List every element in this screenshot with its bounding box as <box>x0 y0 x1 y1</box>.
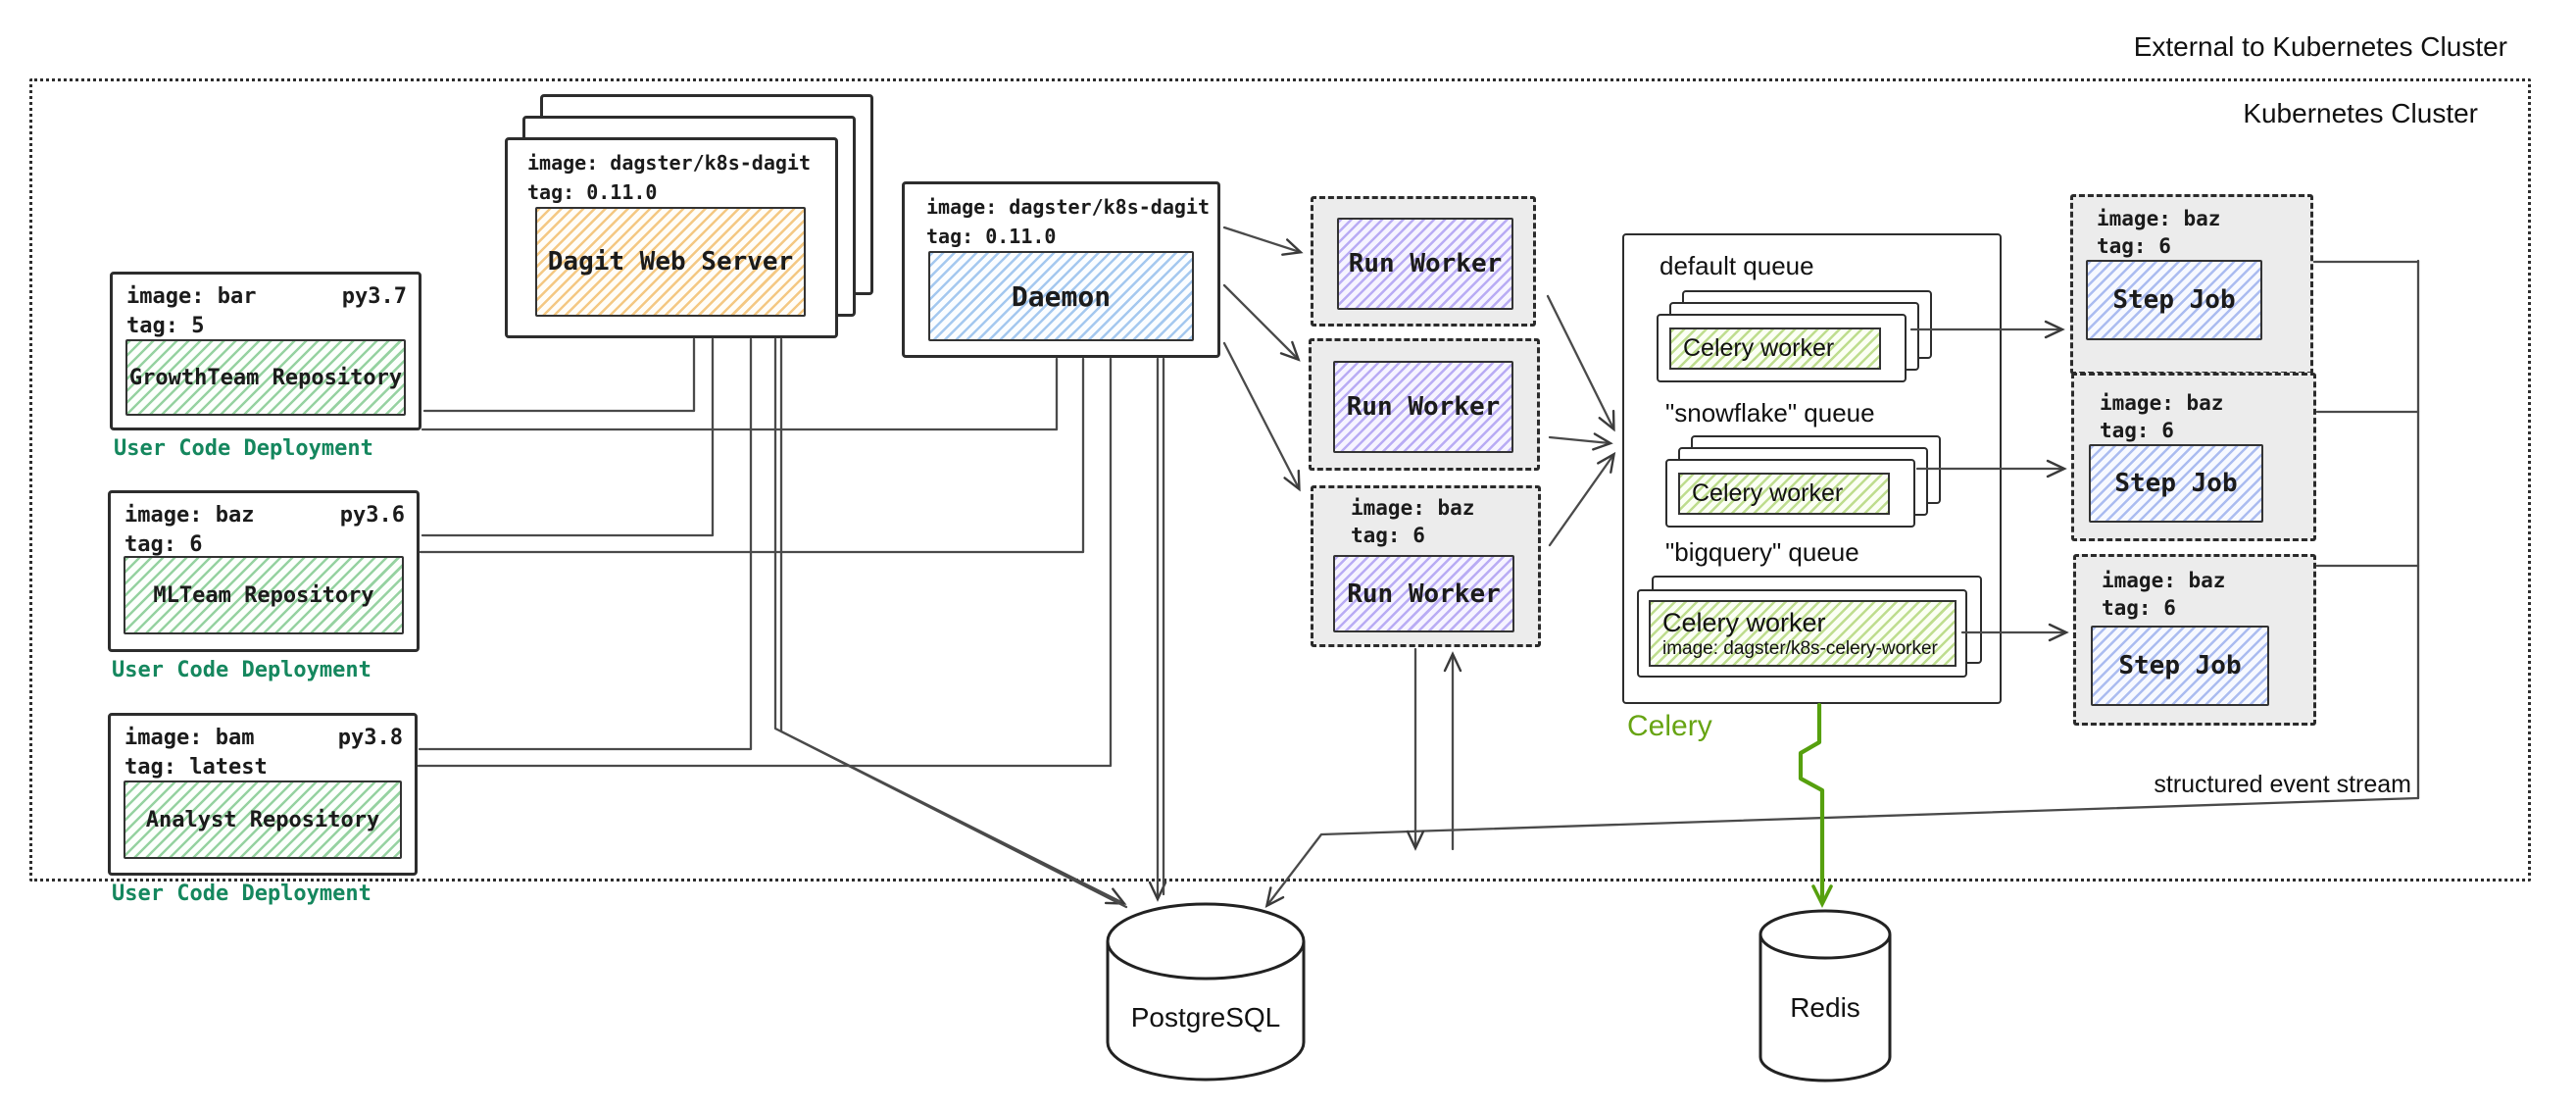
step-job-box: image: baz tag: 6 Step Job <box>2073 554 2316 726</box>
celery-worker-label: Celery worker <box>1692 479 1844 507</box>
dagit-stack: image: dagster/k8s-dagit tag: 0.11.0 Dag… <box>505 94 873 338</box>
user-code-deployment-box: image: baz py3.6 tag: 6 MLTeam Repositor… <box>108 490 420 652</box>
kubernetes-cluster-label: Kubernetes Cluster <box>2243 98 2478 128</box>
daemon-image: image: dagster/k8s-dagit <box>926 195 1210 219</box>
run-worker-box: image: baz tag: 6 Run Worker <box>1311 485 1541 647</box>
repository-box: Analyst Repository <box>124 781 402 859</box>
step-job-image: image: baz <box>2102 569 2226 592</box>
celery-worker-box: Celery worker <box>1665 459 1915 528</box>
run-worker-box: Run Worker <box>1309 338 1540 471</box>
deployment-python-version: py3.6 <box>339 503 405 528</box>
deployment-header: image: bam py3.8 tag: latest <box>124 724 403 782</box>
queue-label: "bigquery" queue <box>1665 537 1859 567</box>
queue-label: "snowflake" queue <box>1665 398 1875 428</box>
deployment-header: image: bar py3.7 tag: 5 <box>126 282 407 341</box>
step-job-image: image: baz <box>2100 391 2224 415</box>
redis-label: Redis <box>1790 992 1860 1023</box>
repository-label: MLTeam Repository <box>153 582 374 608</box>
celery-caption: Celery <box>1627 710 1712 742</box>
run-worker-title-box: Run Worker <box>1333 361 1513 453</box>
step-job-title: Step Job <box>2118 651 2242 680</box>
step-job-tag: tag: 6 <box>2097 234 2171 258</box>
dagit-tag: tag: 0.11.0 <box>527 180 658 204</box>
run-worker-title: Run Worker <box>1348 249 1503 278</box>
dagit-image: image: dagster/k8s-dagit <box>527 151 811 175</box>
step-job-tag: tag: 6 <box>2102 596 2176 620</box>
step-job-image: image: baz <box>2097 207 2221 230</box>
repository-label: GrowthTeam Repository <box>128 365 403 390</box>
deployment-python-version: py3.8 <box>337 726 403 750</box>
daemon-box: image: dagster/k8s-dagit tag: 0.11.0 Dae… <box>902 181 1220 358</box>
deployment-image: image: baz <box>124 503 255 528</box>
external-cluster-label: External to Kubernetes Cluster <box>2133 31 2507 62</box>
step-job-box: image: baz tag: 6 Step Job <box>2070 194 2313 375</box>
dagit-box: image: dagster/k8s-dagit tag: 0.11.0 Dag… <box>505 137 838 338</box>
user-code-deployment-caption: User Code Deployment <box>114 436 373 461</box>
daemon-title-box: Daemon <box>928 251 1194 341</box>
step-job-title-box: Step Job <box>2086 260 2262 340</box>
run-worker-title-box: Run Worker <box>1333 555 1514 632</box>
celery-worker-label: Celery worker <box>1683 334 1835 362</box>
repository-box: MLTeam Repository <box>124 556 404 634</box>
step-job-title-box: Step Job <box>2091 626 2269 706</box>
celery-worker-label: Celery worker <box>1662 607 1826 637</box>
run-worker-title: Run Worker <box>1347 579 1501 609</box>
run-worker-tag: tag: 6 <box>1351 524 1425 547</box>
celery-worker-box: Celery worker image: dagster/k8s-celery-… <box>1637 589 1967 678</box>
celery-worker-box: Celery worker <box>1657 314 1907 382</box>
queue-label: default queue <box>1660 251 1814 280</box>
deployment-python-version: py3.7 <box>341 284 407 309</box>
celery-worker-stack: Celery worker <box>1657 290 1932 382</box>
run-worker-image: image: baz <box>1351 496 1475 520</box>
celery-worker-image: image: dagster/k8s-celery-worker <box>1662 637 1938 659</box>
deployment-tag: tag: 5 <box>126 314 205 338</box>
step-job-title-box: Step Job <box>2089 444 2263 523</box>
daemon-title: Daemon <box>1011 279 1112 313</box>
postgres-cylinder <box>1106 902 1306 1082</box>
celery-worker-stack: Celery worker image: dagster/k8s-celery-… <box>1637 576 1982 678</box>
postgres-label: PostgreSQL <box>1130 1002 1281 1032</box>
dagit-title: Dagit Web Server <box>547 247 794 277</box>
user-code-deployment-box: image: bam py3.8 tag: latest Analyst Rep… <box>108 713 418 876</box>
deployment-image: image: bam <box>124 726 255 750</box>
dagit-title-box: Dagit Web Server <box>535 207 806 317</box>
step-job-title: Step Job <box>2114 469 2238 498</box>
step-job-tag: tag: 6 <box>2100 419 2174 442</box>
step-job-box: image: baz tag: 6 Step Job <box>2071 373 2316 541</box>
run-worker-title: Run Worker <box>1346 392 1501 422</box>
user-code-deployment-caption: User Code Deployment <box>112 658 372 682</box>
celery-container: default queue Celery worker "snowflake" … <box>1622 233 2002 704</box>
user-code-deployment-box: image: bar py3.7 tag: 5 GrowthTeam Repos… <box>110 272 421 430</box>
step-job-title: Step Job <box>2112 285 2236 315</box>
daemon-tag: tag: 0.11.0 <box>926 225 1057 248</box>
celery-worker-stack: Celery worker <box>1665 435 1941 528</box>
event-stream-label: structured event stream <box>2154 771 2411 798</box>
user-code-deployment-caption: User Code Deployment <box>112 881 372 906</box>
deployment-tag: tag: latest <box>124 755 268 780</box>
deployment-tag: tag: 6 <box>124 532 203 557</box>
deployment-image: image: bar <box>126 284 257 309</box>
repository-label: Analyst Repository <box>145 807 380 832</box>
run-worker-title-box: Run Worker <box>1337 218 1513 310</box>
repository-box: GrowthTeam Repository <box>125 339 406 416</box>
deployment-header: image: baz py3.6 tag: 6 <box>124 501 405 560</box>
run-worker-box: Run Worker <box>1311 196 1536 327</box>
